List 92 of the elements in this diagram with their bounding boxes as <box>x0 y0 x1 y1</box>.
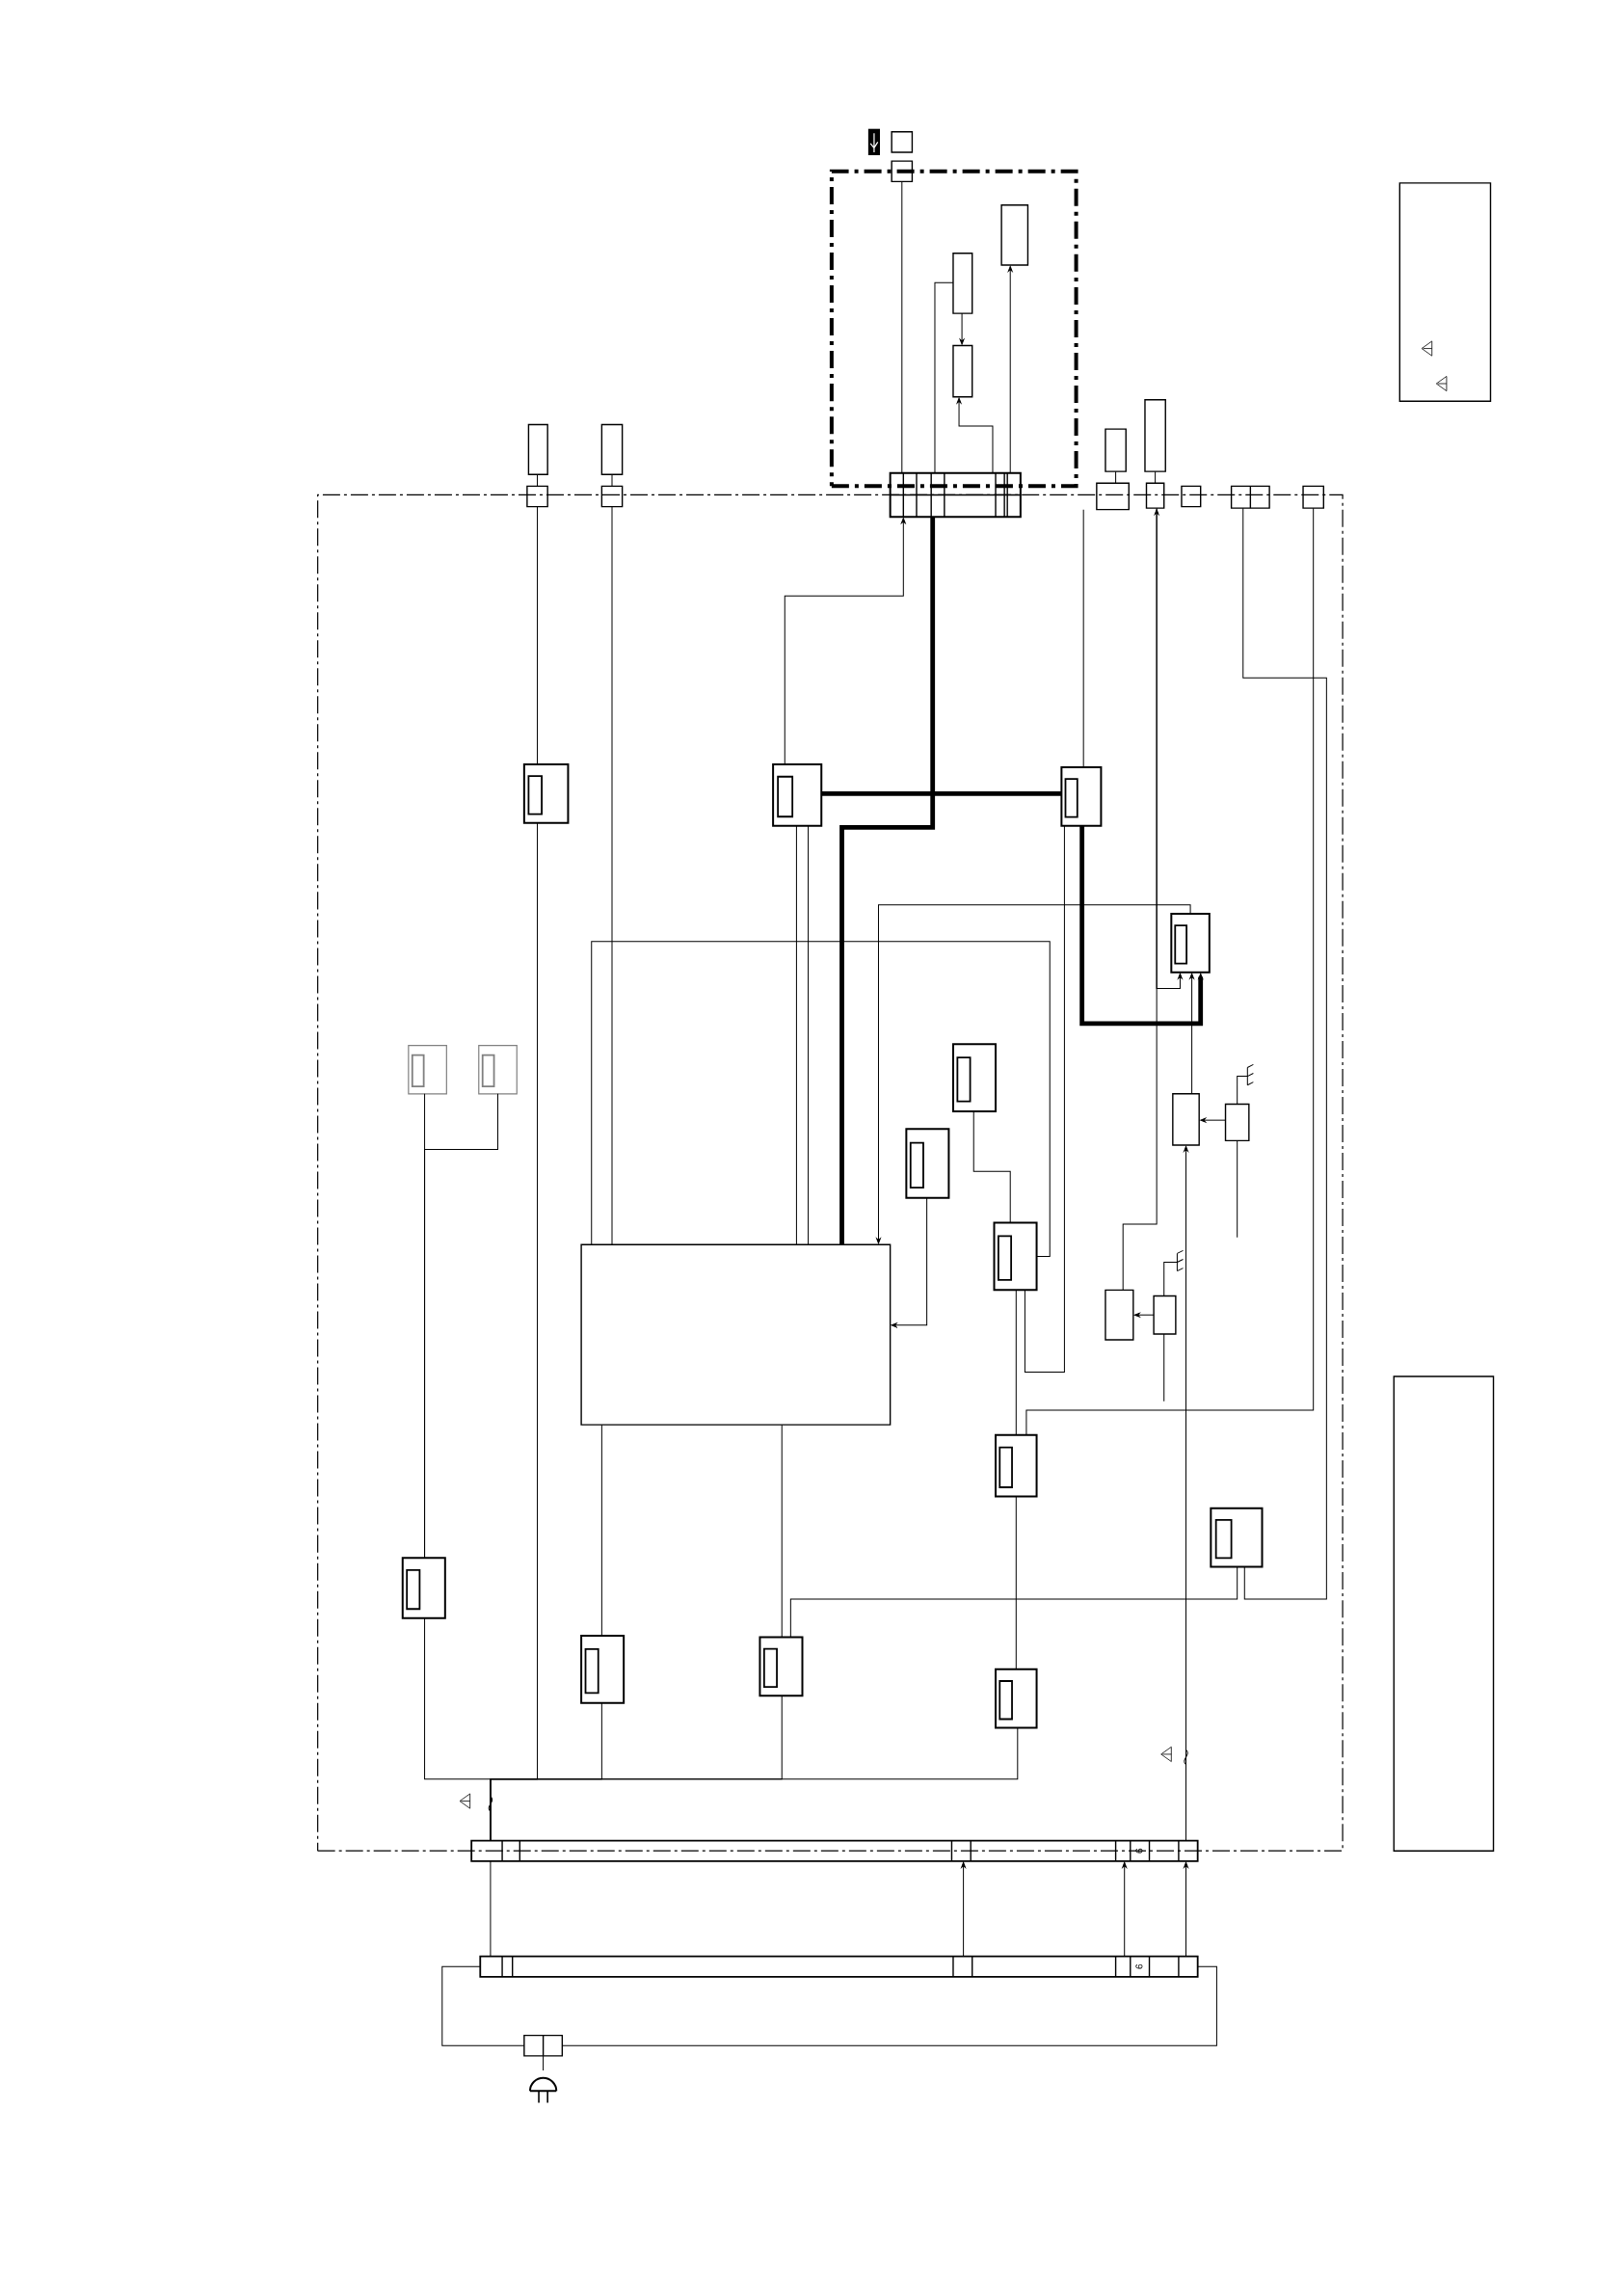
block-box <box>526 485 548 508</box>
dash-dot-frame <box>830 169 1078 489</box>
arrow <box>1122 1861 1128 1958</box>
wire <box>537 506 539 765</box>
power-plug <box>529 2076 558 2104</box>
wire <box>537 473 539 487</box>
arrow <box>956 397 994 474</box>
wire <box>490 1860 492 1958</box>
block-box <box>1153 1295 1177 1335</box>
panel-box <box>1398 182 1492 402</box>
block-box <box>1105 1289 1134 1341</box>
arrow <box>1184 1861 1189 1958</box>
block-box <box>1172 1093 1201 1146</box>
wire <box>1082 509 1084 768</box>
pin-number: 6 <box>1135 1963 1143 1969</box>
arrow <box>959 312 965 345</box>
wire <box>796 825 798 1245</box>
arrow <box>1184 1145 1189 1842</box>
module-box <box>905 1128 950 1199</box>
wire <box>441 1965 525 2046</box>
wire <box>808 825 810 1245</box>
wire <box>1025 825 1066 1373</box>
arrow <box>876 904 1191 1244</box>
block-box <box>1181 485 1202 508</box>
wire <box>821 790 1062 796</box>
wire <box>1155 470 1157 484</box>
arrow <box>1133 1312 1155 1318</box>
block-box <box>600 485 624 508</box>
block-box <box>1224 1103 1250 1142</box>
module-box <box>759 1636 804 1697</box>
module-box <box>523 763 570 824</box>
module-box <box>952 1043 998 1113</box>
connector-block <box>1231 485 1270 509</box>
module-box <box>478 1045 518 1095</box>
wire <box>591 941 1051 1257</box>
wire <box>1015 1289 1017 1436</box>
wire <box>790 1566 1238 1638</box>
block-box <box>600 423 624 475</box>
arrow <box>784 518 906 765</box>
wire <box>601 1424 602 1637</box>
arrow <box>1156 507 1183 989</box>
connector-block <box>523 2034 564 2057</box>
wire <box>934 281 954 474</box>
wire <box>543 2055 545 2071</box>
block-box <box>952 253 973 314</box>
module-box <box>408 1045 448 1095</box>
wire <box>611 473 613 487</box>
wire <box>781 1424 783 1638</box>
block-box <box>891 131 914 153</box>
module-box <box>1060 766 1103 827</box>
block-box <box>1302 485 1325 509</box>
terminal-strip <box>479 1955 1199 1978</box>
arrow <box>1122 509 1159 1291</box>
wire <box>839 517 936 1245</box>
arrow <box>1189 973 1195 1095</box>
block-box <box>1145 482 1165 509</box>
block-box <box>952 344 973 398</box>
module-box <box>1170 912 1211 974</box>
module-box <box>580 1634 626 1704</box>
arrow <box>1079 825 1204 1027</box>
module-box <box>993 1221 1038 1292</box>
block-box <box>527 423 548 475</box>
wire <box>1242 507 1327 1600</box>
block-box <box>1105 428 1128 472</box>
terminal-strip <box>470 1839 1199 1862</box>
wire <box>490 1727 1019 1842</box>
module-box <box>401 1557 446 1619</box>
block-box <box>891 160 914 183</box>
wire <box>972 1110 1011 1223</box>
wire <box>1115 470 1117 484</box>
dash-dot-frame <box>317 494 1344 1852</box>
arrow <box>1008 265 1013 474</box>
module-box <box>1210 1507 1264 1568</box>
wire <box>901 180 903 474</box>
wire <box>424 1093 499 1559</box>
block-box <box>580 1243 892 1426</box>
block-box <box>1096 482 1131 511</box>
wire <box>1025 507 1315 1436</box>
module-box <box>995 1433 1038 1498</box>
arrow <box>1200 1117 1227 1123</box>
wire <box>1015 1496 1017 1670</box>
module-box <box>995 1668 1038 1729</box>
connector-block <box>889 471 1022 519</box>
block-box <box>1000 204 1029 266</box>
arrow <box>961 1861 967 1958</box>
panel-box <box>1393 1375 1495 1852</box>
block-box <box>1144 399 1167 472</box>
arrow <box>891 1197 928 1328</box>
wire <box>562 1965 1218 2046</box>
wire <box>611 506 613 1245</box>
module-box <box>772 763 823 827</box>
pin-number: 6 <box>1135 1848 1143 1854</box>
